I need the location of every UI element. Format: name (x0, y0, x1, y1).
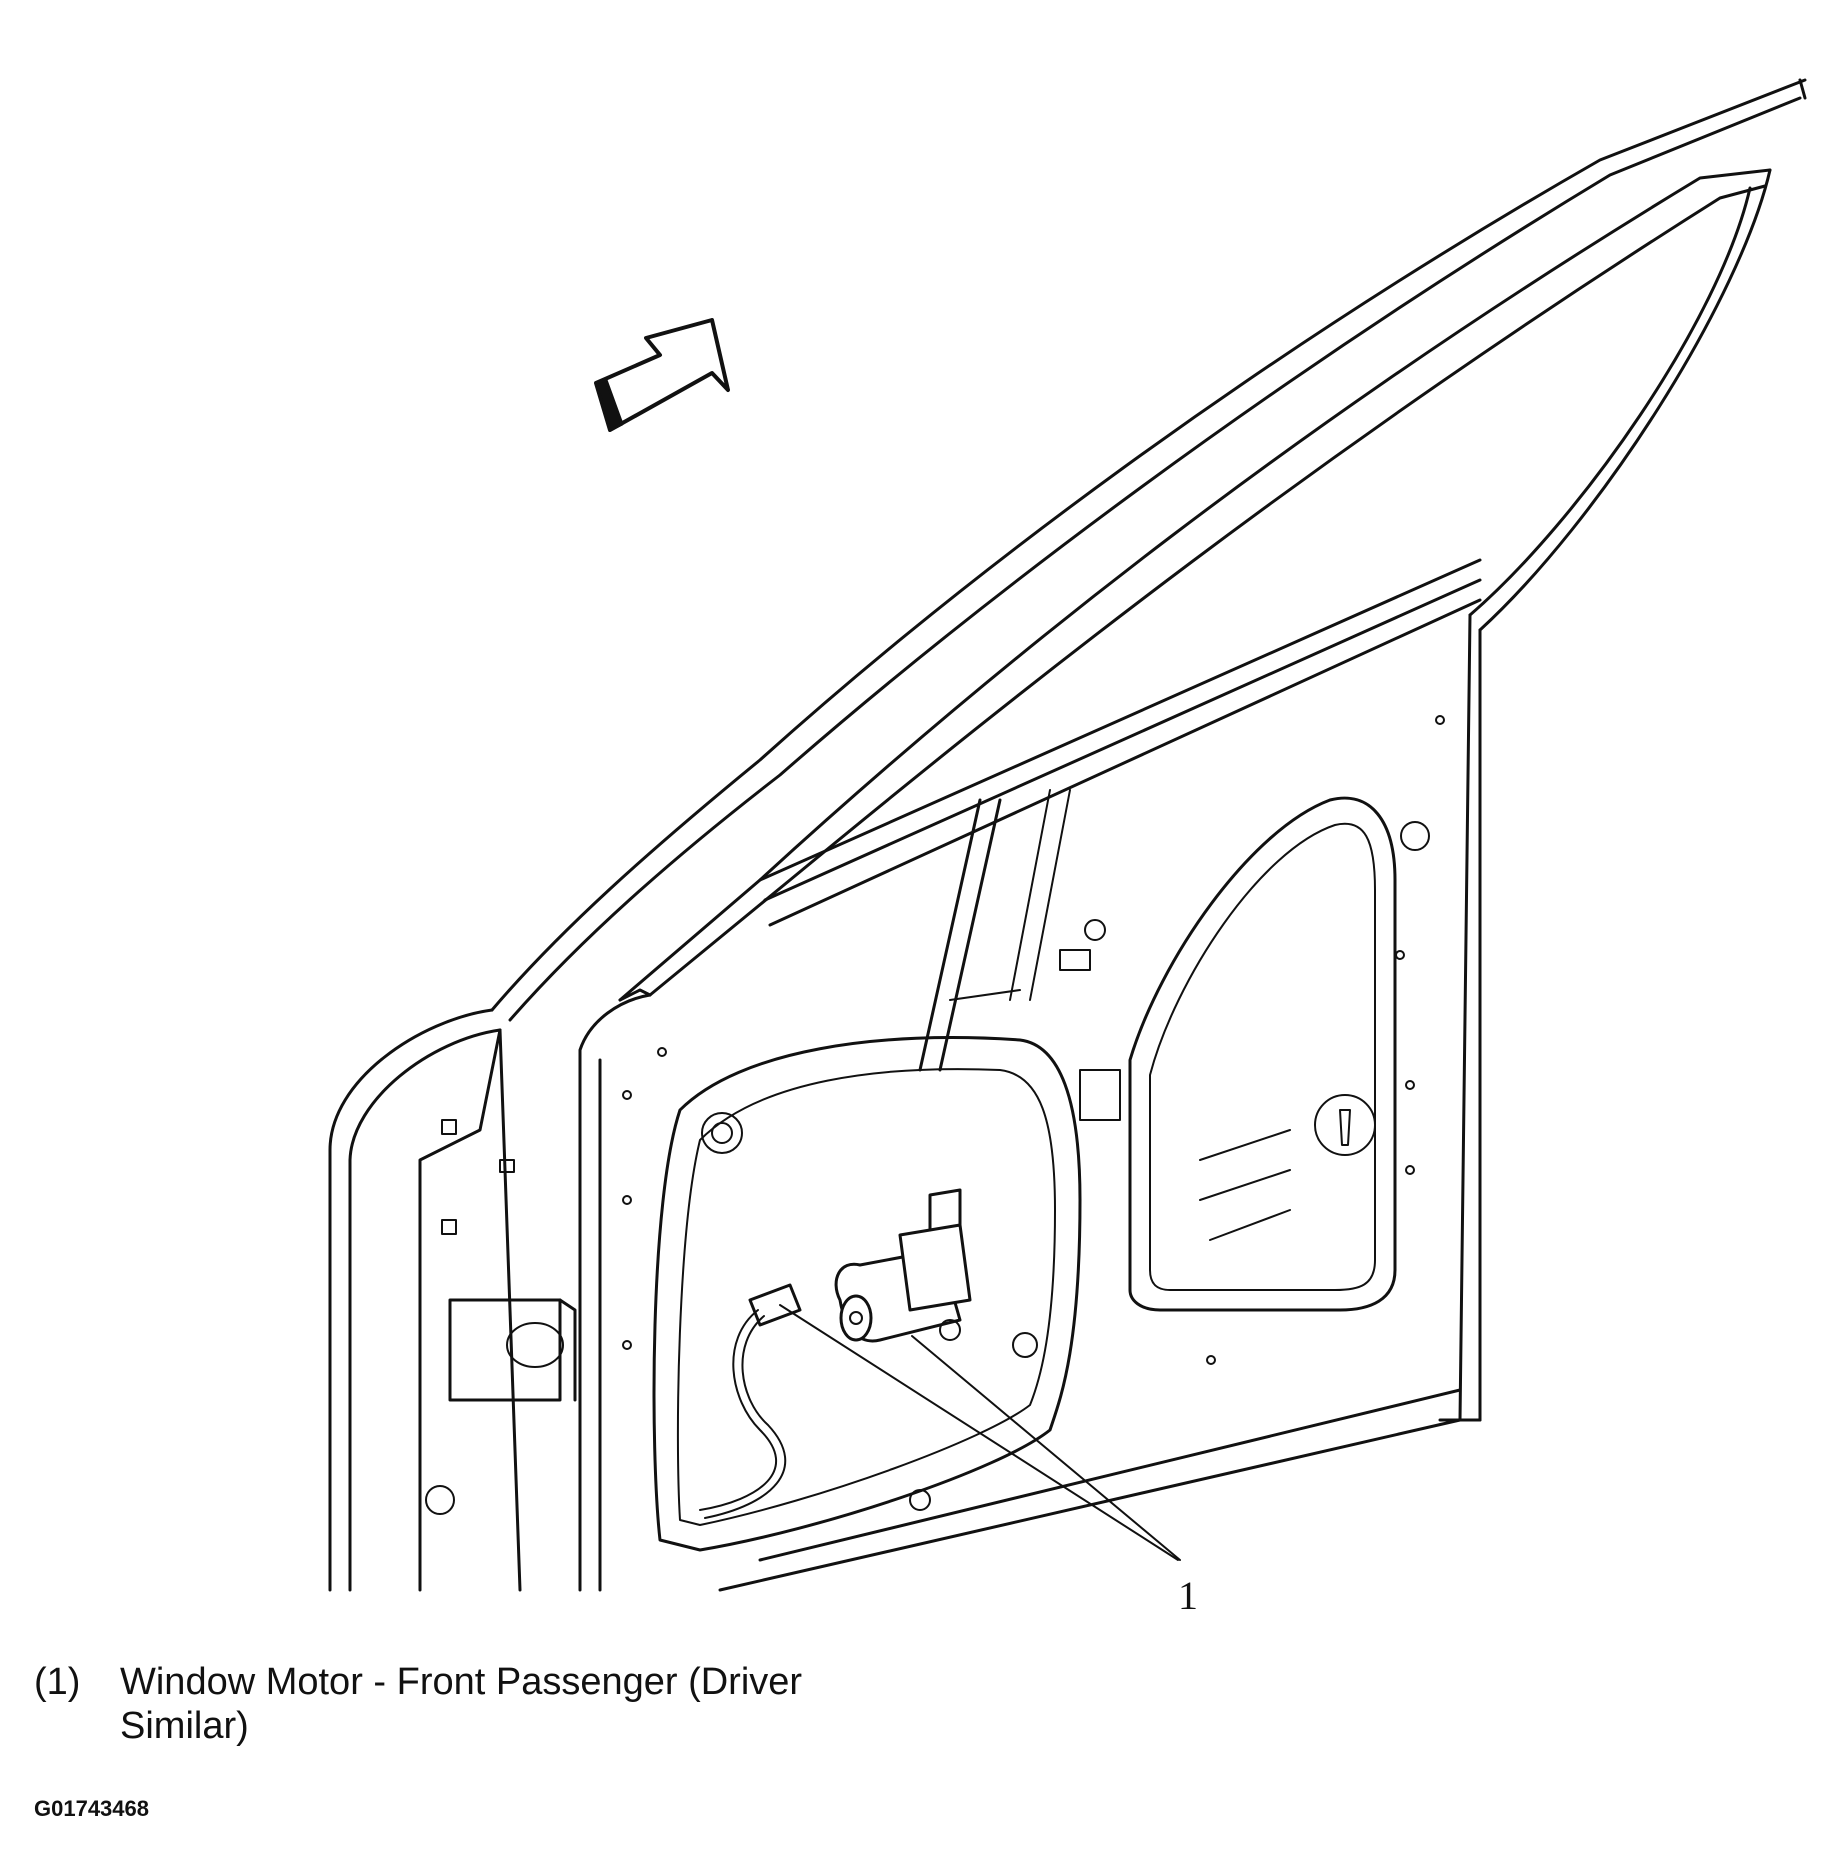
rear-access-opening (1128, 796, 1397, 1312)
motor-connector (699, 1283, 802, 1519)
legend-text: Window Motor - Front Passenger (Driver S… (120, 1660, 1020, 1748)
legend-line-1: Window Motor - Front Passenger (Driver (120, 1661, 803, 1703)
window-motor (834, 1188, 1038, 1358)
figure-id: G01743468 (34, 1796, 149, 1821)
legend-line-2: Similar) (120, 1705, 249, 1747)
front-access-opening (652, 1036, 1082, 1552)
panel-holes (622, 715, 1445, 1511)
inner-door-panel (578, 993, 1482, 1592)
callout-number: 1 (1178, 1573, 1198, 1618)
window-regulator-rail (918, 789, 1121, 1121)
door-frame-outline (490, 78, 1807, 1422)
hinge-pillar (328, 1008, 577, 1592)
view-direction-arrow (594, 318, 730, 432)
legend-number: (1) (34, 1661, 81, 1703)
callout-leader-lines (779, 1304, 1181, 1561)
door-diagram (328, 78, 1807, 1592)
